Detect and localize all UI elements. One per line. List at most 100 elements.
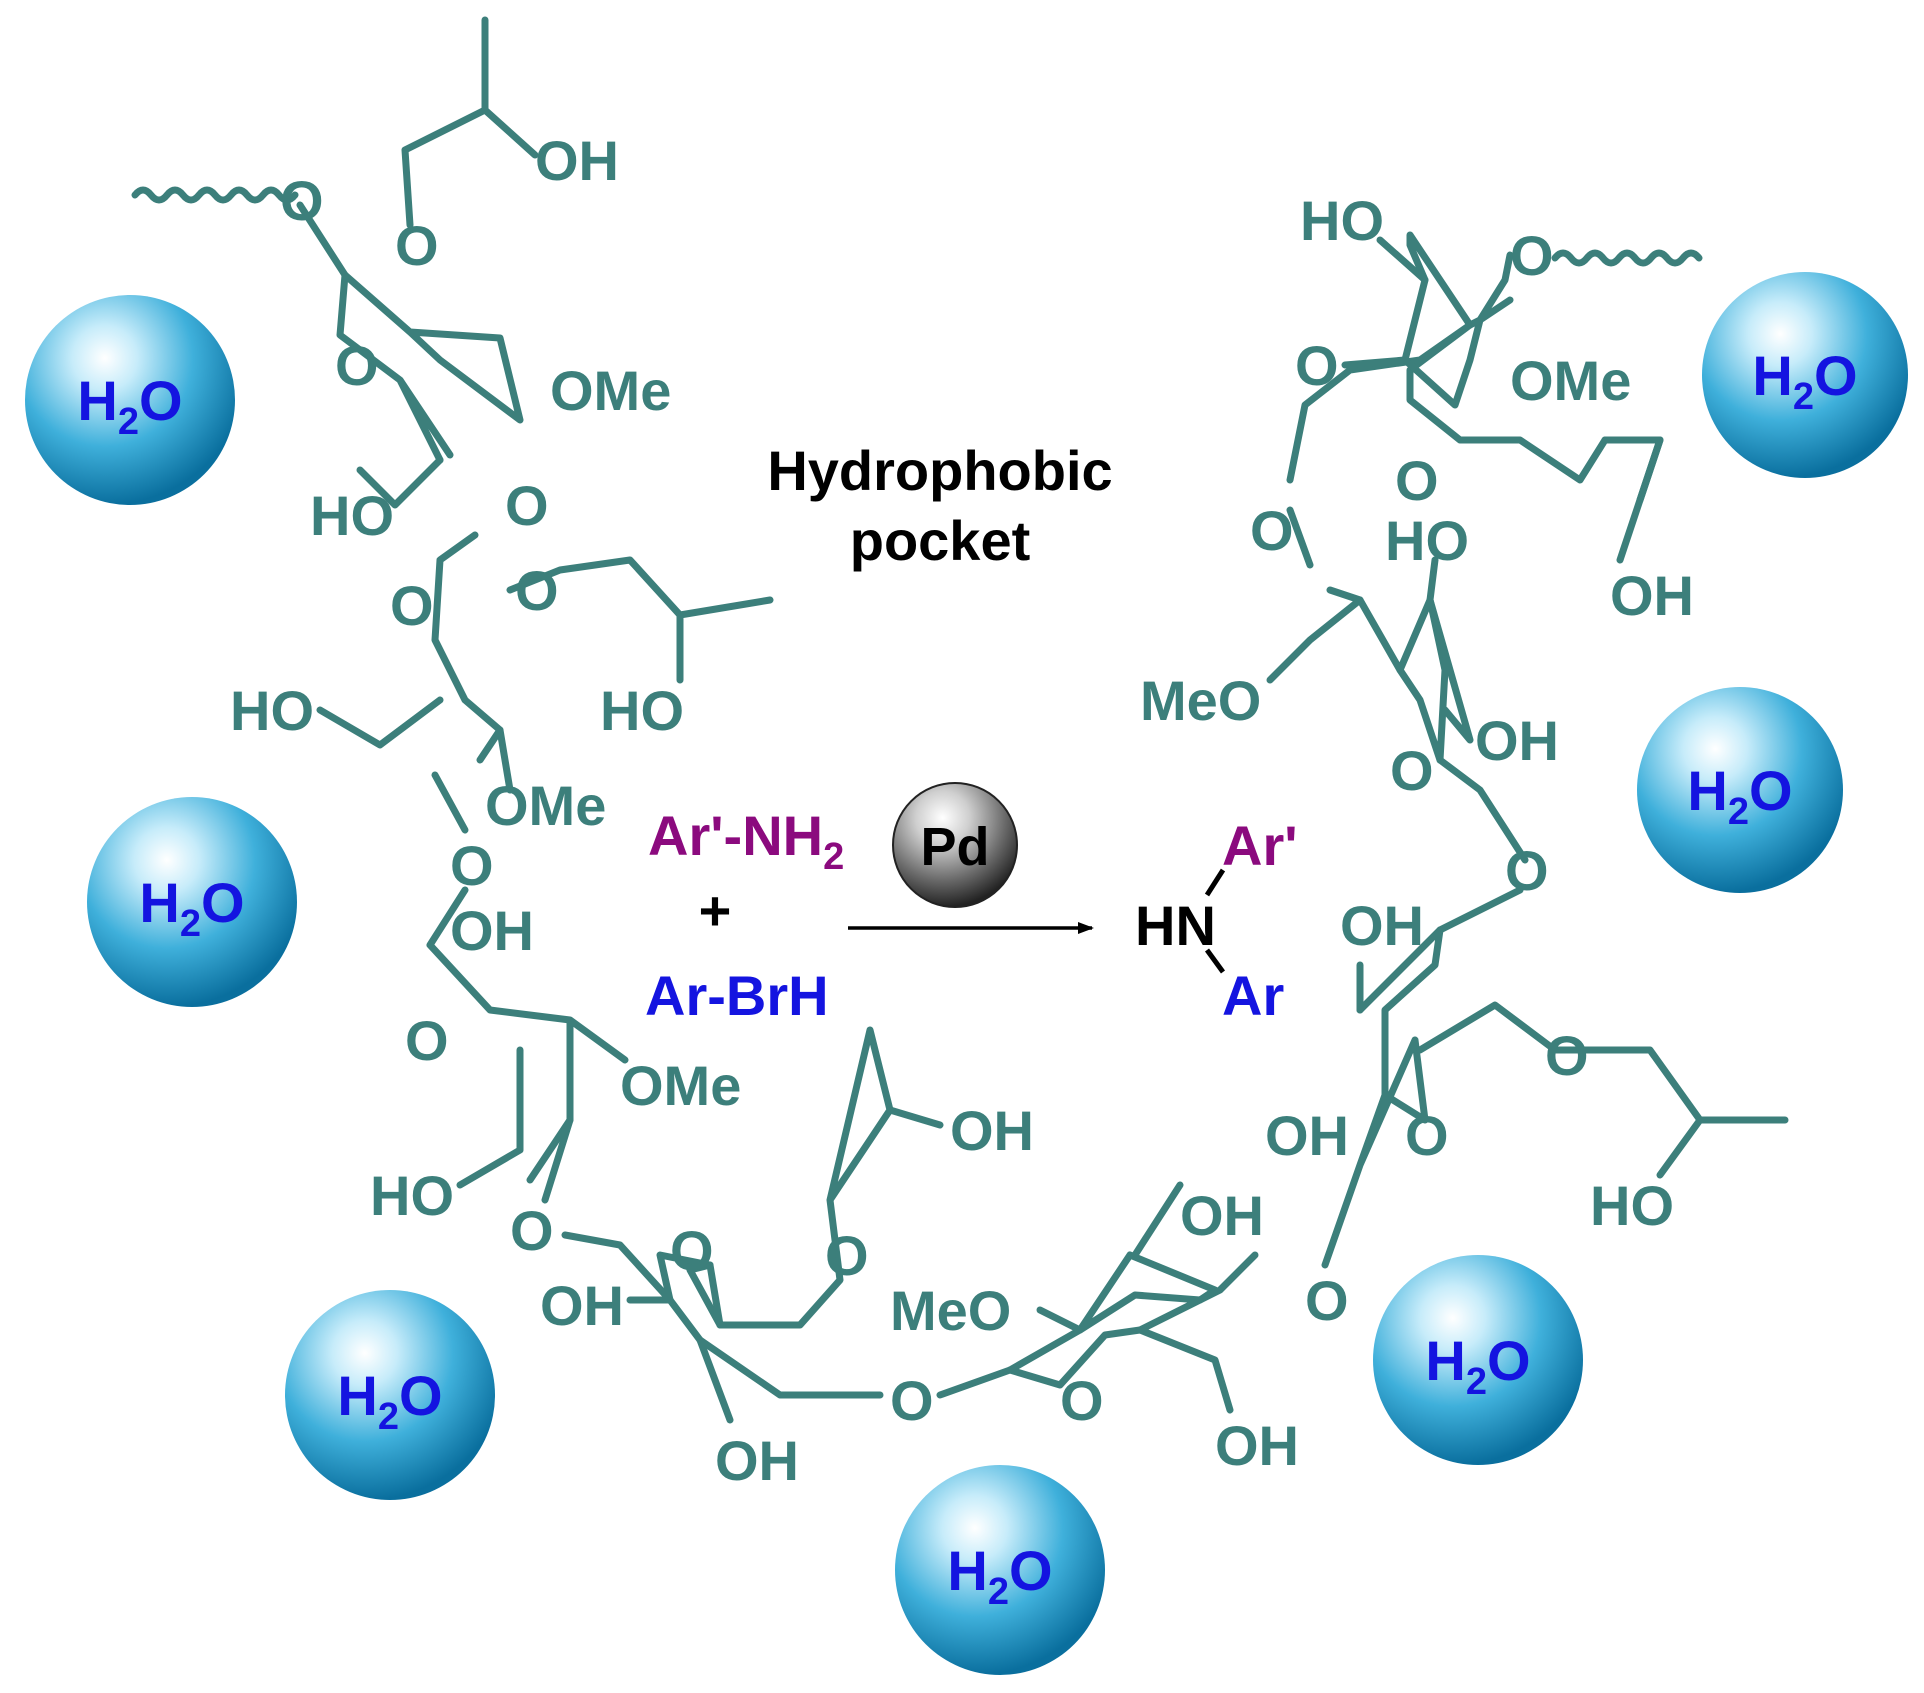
ring-2-sidechain [506, 556, 774, 684]
label-o: O [1510, 224, 1554, 287]
water-label: H2O [337, 1364, 442, 1438]
label-o: O [670, 1219, 714, 1282]
reactant-aryl-bromide: Ar-BrH [645, 964, 829, 1027]
ring-1-oh-arm [356, 456, 444, 509]
ring-2-ome-arm [496, 726, 514, 794]
label-o: O [450, 834, 494, 897]
water-label: H2O [1752, 344, 1857, 418]
reactant-amine: Ar'-NH2 [648, 804, 844, 878]
label-ho: HO [600, 679, 684, 742]
label-o: O [1060, 1369, 1104, 1432]
water-label: H2O [1687, 759, 1792, 833]
reaction-scheme: Ar'-NH2 + Ar-BrH Pd HN Ar' Ar [645, 782, 1298, 1027]
label-o: O [1505, 839, 1549, 902]
label-o: O [405, 1009, 449, 1072]
ring-8-ho [1376, 236, 1429, 284]
ring-2-bonds [431, 531, 504, 764]
label-ho: HO [1300, 189, 1384, 252]
ring-8-methyl [1636, 436, 1664, 504]
water-sphere: H2O [87, 797, 297, 1007]
ring-1-substituents [336, 271, 454, 464]
product-bond-bottom [1204, 948, 1226, 974]
label-o: O [1545, 1024, 1589, 1087]
product-bond-top [1204, 868, 1226, 897]
ring-2-down [431, 771, 469, 834]
product-ar: Ar [1222, 964, 1284, 1027]
cyclodextrin-backbone [131, 16, 1789, 1424]
label-oh: OH [715, 1429, 799, 1492]
label-oh: OH [540, 1274, 624, 1337]
product-ar-prime: Ar' [1222, 814, 1298, 877]
label-oh: OH [1265, 1104, 1349, 1167]
label-ho: HO [1385, 509, 1469, 572]
ring-5-meo [1036, 1306, 1084, 1334]
label-meo: MeO [1140, 669, 1261, 732]
label-oh: OH [535, 129, 619, 192]
label-o: O [1305, 1269, 1349, 1332]
palladium-catalyst-sphere [892, 782, 1018, 908]
label-o: O [1405, 1104, 1449, 1167]
label-meo: MeO [890, 1279, 1011, 1342]
water-sphere-ball [285, 1290, 495, 1500]
title-line-2: pocket [850, 509, 1031, 572]
label-o: O [1250, 499, 1294, 562]
label-ome: OMe [550, 359, 671, 422]
backbone-labels: O O OH O OMe O HO O O HO HO OMe O OH O O… [230, 129, 1694, 1492]
label-o: O [515, 559, 559, 622]
label-o: O [825, 1224, 869, 1287]
plus-sign: + [699, 879, 732, 942]
label-o: O [280, 169, 324, 232]
label-o: O [390, 574, 434, 637]
ring-6-bonds [1321, 1036, 1429, 1269]
ring-7-to-ring8 [1286, 506, 1314, 569]
wavy-tail-left [131, 186, 299, 204]
palladium-label: Pd [920, 817, 989, 877]
water-sphere: H2O [1373, 1255, 1583, 1465]
label-o: O [1390, 739, 1434, 802]
label-oh: OH [1475, 709, 1559, 772]
pocket-title: Hydrophobic pocket [767, 439, 1112, 572]
label-ho: HO [230, 679, 314, 742]
label-o: O [890, 1369, 934, 1432]
ring-6-to-ring7 [1436, 886, 1524, 934]
title-line-1: Hydrophobic [767, 439, 1112, 502]
ring-1-sidechain [401, 16, 539, 229]
label-o: O [505, 474, 549, 537]
water-sphere-ball [1373, 1255, 1583, 1465]
wavy-tail-right [1551, 249, 1703, 267]
water-sphere: H2O [1702, 272, 1908, 478]
label-ho: HO [310, 484, 394, 547]
ring-3-down [541, 1116, 574, 1204]
label-o: O [1395, 449, 1439, 512]
water-sphere: H2O [285, 1290, 495, 1500]
label-oh: OH [450, 899, 534, 962]
water-label: H2O [1425, 1329, 1530, 1403]
label-oh: OH [1610, 564, 1694, 627]
label-ome: OMe [1510, 349, 1631, 412]
ring-6-upper [1356, 926, 1444, 1099]
water-sphere-ball [25, 295, 235, 505]
ring-4-bonds [561, 1231, 884, 1399]
label-oh: OH [1340, 894, 1424, 957]
label-o: O [395, 214, 439, 277]
ring-8-bonds [1286, 321, 1609, 484]
water-sphere-ball [1702, 272, 1908, 478]
water-label: H2O [139, 871, 244, 945]
ring-5-bonds [936, 1251, 1219, 1399]
label-oh: OH [1180, 1184, 1264, 1247]
label-ome: OMe [485, 774, 606, 837]
label-oh: OH [950, 1099, 1034, 1162]
ring-7-oh [1426, 556, 1474, 744]
water-label: H2O [947, 1539, 1052, 1613]
ring-3-ho-arm [456, 1046, 524, 1189]
water-sphere-ball [87, 797, 297, 1007]
ring-4-oh-down [696, 1336, 734, 1424]
water-sphere-ball [1637, 687, 1843, 893]
ring-4-oh [886, 1106, 944, 1129]
ring-5-oh-up [1131, 1181, 1184, 1259]
label-o: O [335, 334, 379, 397]
ring-6-sidechain [1416, 1001, 1789, 1179]
water-sphere: H2O [1637, 687, 1843, 893]
ring-5-lower [1006, 1251, 1259, 1389]
